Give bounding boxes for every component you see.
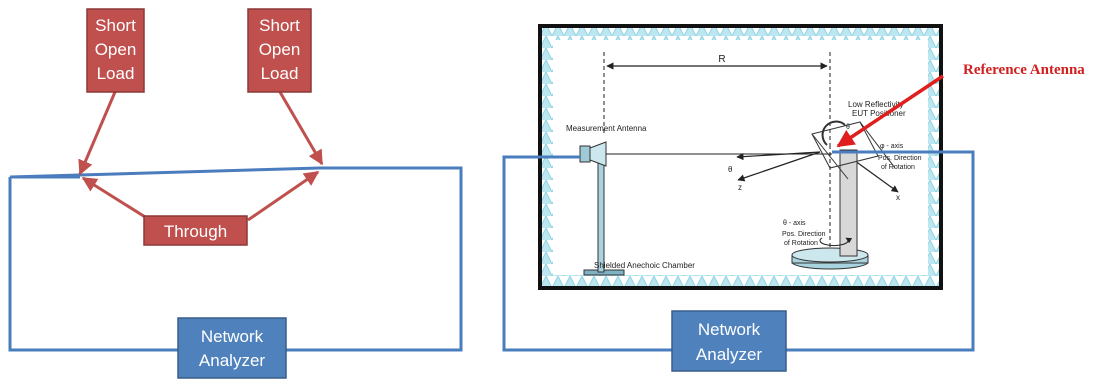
analyzer-left-line-2: Analyzer	[199, 351, 265, 370]
network-analyzer-right: Network Analyzer	[671, 310, 787, 372]
standard-right-line-1: Short	[259, 16, 300, 35]
left-wire-top-left	[9, 166, 321, 179]
theta-angle-label: θ	[728, 165, 733, 174]
theta-rotation-line-2: of Rotation	[784, 240, 818, 247]
right-panel: R Measurement Antenna z θ x	[502, 24, 1085, 372]
right-wire-loop	[502, 150, 975, 352]
network-analyzer-left: Network Analyzer	[177, 317, 287, 379]
left-panel: Short Open Load Short Open Load Through …	[8, 8, 463, 379]
z-axis-line	[737, 151, 821, 182]
phi-rotation-line-2: of Rotation	[881, 164, 915, 171]
analyzer-right-line-2: Analyzer	[696, 345, 762, 364]
positioner-label-line-2: EUT Positioner	[852, 109, 906, 118]
standard-right-line-3: Load	[261, 64, 299, 83]
standard-left-line-2: Open	[95, 40, 137, 59]
standard-left-line-1: Short	[95, 16, 136, 35]
measurement-antenna	[579, 141, 625, 276]
phi-axis-label: φ - axis	[880, 143, 904, 150]
standard-left-line-3: Load	[97, 64, 135, 83]
eut-positioner	[791, 120, 896, 270]
arrow-through-right	[247, 170, 320, 222]
standard-box-left: Short Open Load	[86, 8, 145, 93]
theta-rotation-line-1: Pos. Direction	[782, 231, 826, 238]
r-label: R	[718, 54, 725, 65]
positioner-label-line-1: Low Reflectivity	[848, 100, 904, 109]
theta-arm-line	[736, 151, 821, 161]
theta-axis-label: θ - axis	[783, 220, 806, 227]
arrow-standard-right	[278, 91, 324, 166]
through-label: Through	[164, 222, 227, 241]
arrow-standard-left	[78, 91, 117, 176]
arrow-through-left	[81, 176, 151, 222]
through-box: Through	[143, 215, 248, 246]
analyzer-left-line-1: Network	[201, 327, 264, 346]
standard-box-right: Short Open Load	[247, 8, 312, 93]
reference-antenna-label: Reference Antenna	[963, 62, 1085, 78]
x-axis-label: x	[896, 193, 900, 202]
z-axis-label: z	[738, 183, 742, 192]
chamber-label: Shielded Anechoic Chamber	[594, 261, 695, 270]
phi-rotation-line-1: Pos. Direction	[878, 155, 922, 162]
reference-antenna-arrow	[836, 74, 944, 148]
theta-top-label: θ	[846, 124, 850, 131]
analyzer-right-line-1: Network	[698, 320, 761, 339]
measurement-antenna-label: Measurement Antenna	[566, 124, 647, 133]
theta-rotation-arrow	[819, 237, 853, 247]
standard-right-line-2: Open	[259, 40, 301, 59]
